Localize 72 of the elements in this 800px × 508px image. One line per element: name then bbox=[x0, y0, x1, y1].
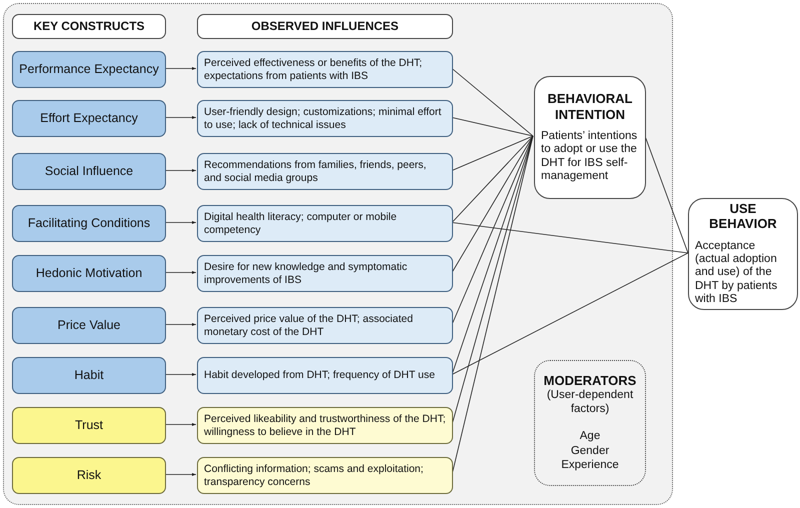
connector-line bbox=[452, 252, 688, 375]
box-label: Risk bbox=[76, 468, 102, 483]
box-text: Patients’ intentions to adopt or use the DHT for IBS self-management bbox=[541, 130, 638, 184]
influence-box bbox=[197, 357, 453, 394]
influence-box bbox=[197, 407, 453, 444]
box-label: OBSERVED INFLUENCES bbox=[250, 19, 400, 34]
influence-box bbox=[197, 51, 453, 88]
construct-box bbox=[12, 205, 166, 242]
box-text: Acceptance (actual adoption and use) of the DHT by patients with IBS bbox=[695, 240, 778, 307]
box-label: Price Value bbox=[56, 318, 122, 333]
box-label: Social Influence bbox=[44, 164, 134, 179]
arrow bbox=[164, 116, 196, 119]
connector-line bbox=[452, 136, 534, 223]
box-label: Conflicting information; scams and exploitation; transparency concerns bbox=[204, 463, 424, 488]
column-header bbox=[197, 14, 453, 39]
connector-line bbox=[452, 136, 534, 273]
arrow bbox=[164, 373, 196, 376]
influence-box bbox=[197, 100, 453, 137]
box-label: Perceived effectiveness or benefits of the DHT; expectations from patients with IBS bbox=[204, 57, 424, 82]
moderator-box bbox=[534, 360, 646, 486]
influence-box bbox=[197, 307, 453, 344]
box-label: Habit bbox=[73, 368, 105, 383]
arrow bbox=[164, 221, 196, 224]
construct-box bbox=[12, 51, 166, 88]
connector-line bbox=[452, 117, 534, 136]
box-title: MODERATORS bbox=[542, 373, 638, 388]
box-label: Perceived price value of the DHT; associated monetary cost of the DHT bbox=[204, 313, 414, 338]
connector-line bbox=[452, 136, 534, 375]
outcome-box bbox=[688, 198, 798, 310]
arrow bbox=[164, 473, 196, 476]
box-text: Experience bbox=[560, 459, 620, 473]
construct-box bbox=[12, 153, 166, 190]
box-label: Digital health literacy; computer or mobile competency bbox=[204, 211, 398, 236]
influence-box bbox=[197, 457, 453, 494]
box-text: (User-dependent factors) bbox=[546, 389, 634, 416]
arrow bbox=[164, 67, 196, 70]
box-title: BEHAVIORAL INTENTION bbox=[546, 91, 634, 122]
connector-line bbox=[452, 222, 688, 254]
construct-box bbox=[12, 457, 166, 494]
connector-line bbox=[452, 68, 534, 136]
box-label: Effort Expectancy bbox=[39, 111, 139, 126]
box-text: Age bbox=[578, 430, 602, 444]
box-label: Perceived likeability and trustworthiness of the DHT; willingness to believe in the DHT bbox=[204, 413, 446, 438]
arrow bbox=[164, 271, 196, 274]
construct-box bbox=[12, 407, 166, 444]
box-label: Performance Expectancy bbox=[19, 62, 159, 77]
box-label: Habit developed from DHT; frequency of DHT use bbox=[204, 369, 436, 382]
arrow bbox=[164, 323, 196, 326]
construct-box bbox=[12, 357, 166, 394]
group-panel bbox=[3, 3, 673, 505]
construct-box bbox=[12, 100, 166, 137]
box-label: Hedonic Motivation bbox=[34, 266, 144, 281]
arrow bbox=[164, 169, 196, 172]
construct-box bbox=[12, 255, 166, 292]
column-header bbox=[12, 14, 166, 39]
connector-line bbox=[452, 136, 534, 171]
box-label: KEY CONSTRUCTS bbox=[32, 19, 146, 34]
influence-box bbox=[197, 153, 453, 190]
box-text: Gender bbox=[570, 444, 610, 458]
box-label: Desire for new knowledge and symptomatic improvements of IBS bbox=[204, 261, 408, 286]
influence-box bbox=[197, 255, 453, 292]
box-label: Recommendations from families, friends, peers, and social media groups bbox=[204, 159, 428, 184]
influence-box bbox=[197, 205, 453, 242]
connector-line bbox=[644, 136, 688, 254]
connector-line bbox=[452, 136, 534, 325]
box-label: User-friendly design; customizations; minimal effort to use; lack of technical issues bbox=[204, 106, 442, 131]
box-title: USE BEHAVIOR bbox=[708, 201, 778, 232]
box-label: Facilitating Conditions bbox=[26, 216, 152, 231]
box-label: Trust bbox=[74, 418, 104, 433]
arrow bbox=[164, 423, 196, 426]
outcome-box bbox=[534, 76, 646, 199]
construct-box bbox=[12, 307, 166, 344]
